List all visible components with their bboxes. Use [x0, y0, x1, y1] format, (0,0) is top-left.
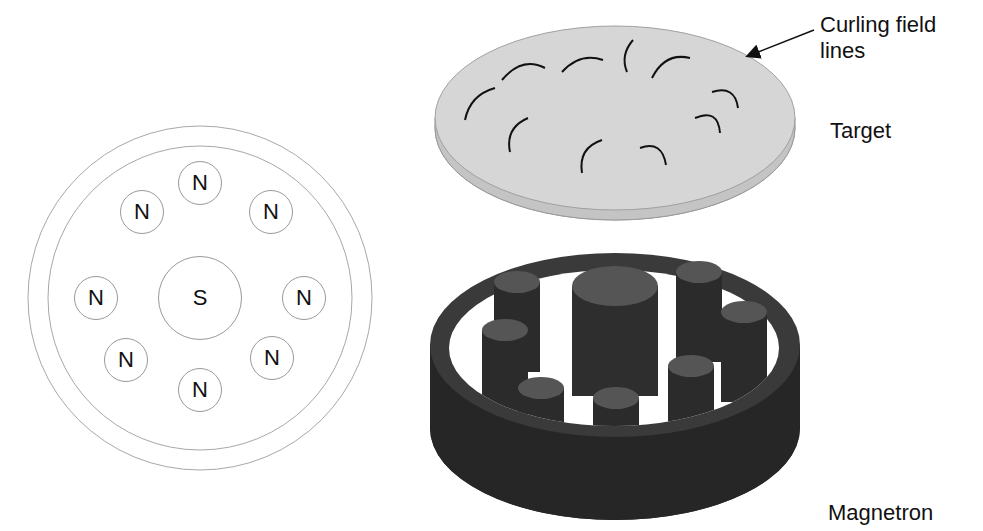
- field-line: [695, 115, 720, 133]
- field-line: [502, 64, 545, 80]
- pole-letter: N: [192, 172, 208, 194]
- field-line: [581, 140, 602, 173]
- outer-ring: [28, 126, 372, 470]
- magnet-body: [668, 366, 714, 456]
- magnet-body: [593, 398, 639, 488]
- inner-ring: [48, 146, 352, 450]
- pole-letter: N: [296, 287, 312, 309]
- pole-letter: N: [264, 347, 280, 369]
- magnet: [518, 377, 564, 478]
- magnet-body: [676, 272, 722, 362]
- magnet: [676, 261, 722, 362]
- magnet-top: [676, 261, 722, 283]
- target-face: [435, 26, 795, 210]
- north-pole-magnet: N: [250, 336, 294, 380]
- field-line: [712, 90, 738, 108]
- magnet-top: [494, 271, 540, 293]
- pole-letter: N: [192, 379, 208, 401]
- north-pole-magnet: N: [282, 276, 326, 320]
- part-label: Target: [830, 118, 891, 144]
- magnetron-body: [430, 253, 800, 520]
- leader-line: [748, 30, 814, 56]
- field-line: [652, 57, 690, 78]
- magnet-top: [482, 319, 528, 341]
- magnet-top: [593, 387, 639, 409]
- callout-label: Curling field lines: [820, 12, 970, 65]
- south-pole-magnet: S: [158, 256, 242, 340]
- pole-letter: N: [118, 349, 134, 371]
- north-pole-magnet: N: [178, 161, 222, 205]
- target-disk: [435, 26, 795, 220]
- magnet-top: [518, 377, 564, 399]
- magnet: [668, 355, 714, 456]
- field-line: [625, 40, 633, 72]
- field-line: [465, 88, 495, 120]
- pole-letter: N: [88, 287, 104, 309]
- field-line: [640, 146, 666, 165]
- field-line: [509, 118, 528, 152]
- magnet-top: [721, 301, 767, 323]
- magnet: [572, 266, 658, 396]
- north-pole-magnet: N: [120, 190, 164, 234]
- magnet-body: [721, 312, 767, 402]
- north-pole-magnet: N: [249, 190, 293, 234]
- magnet-body: [518, 388, 564, 478]
- field-lines: [465, 40, 738, 173]
- pole-letter: S: [193, 287, 208, 309]
- magnet-group: [482, 261, 767, 488]
- pole-letter: N: [263, 201, 279, 223]
- north-pole-magnet: N: [74, 276, 118, 320]
- magnet: [721, 301, 767, 402]
- north-pole-magnet: N: [104, 338, 148, 382]
- magnet: [593, 387, 639, 488]
- field-line: [562, 58, 603, 72]
- part-label: Magnetron: [828, 500, 933, 526]
- pole-letter: N: [134, 201, 150, 223]
- magnet-top: [668, 355, 714, 377]
- magnet-top: [572, 266, 658, 306]
- north-pole-magnet: N: [178, 368, 222, 412]
